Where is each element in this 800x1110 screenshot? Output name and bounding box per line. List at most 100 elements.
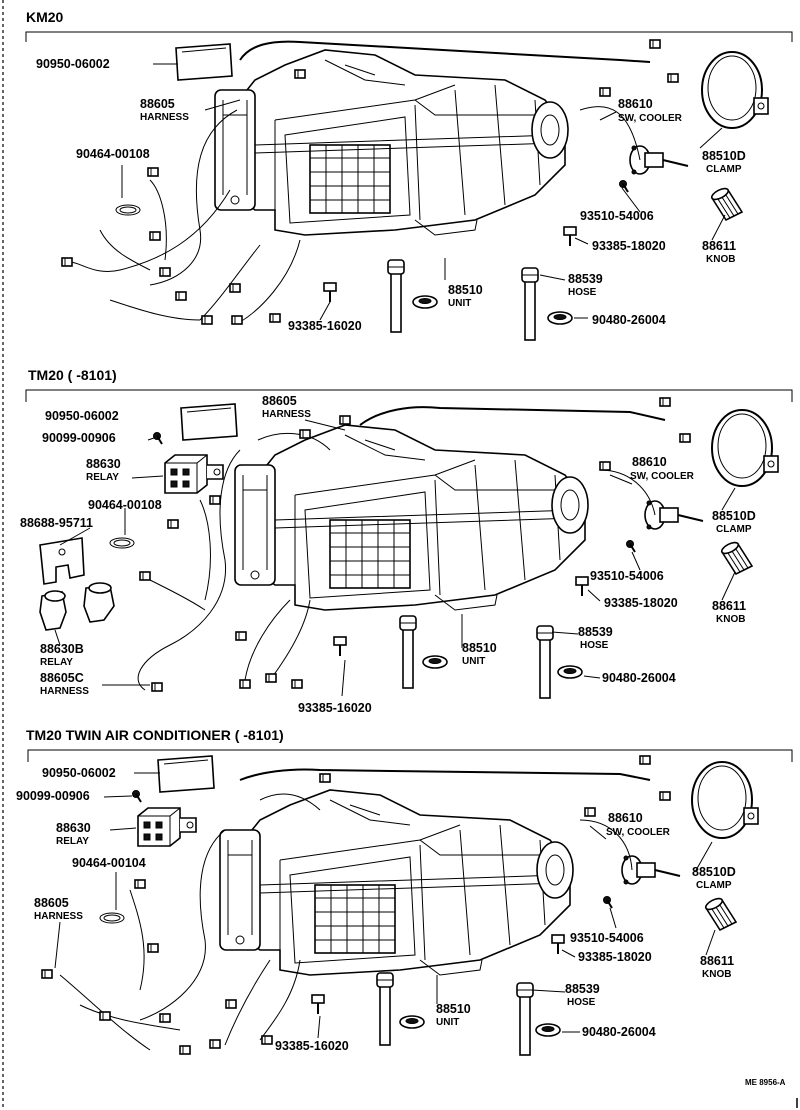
clamp-ring: [711, 409, 779, 487]
knob: [703, 895, 737, 931]
label-unit-sub: UNIT: [462, 656, 485, 667]
label-switch-sub: SW, COOLER: [630, 471, 695, 482]
bolt-bottom: [333, 636, 347, 657]
panel-title: TM20 ( -8101): [28, 367, 117, 383]
connector: [159, 267, 171, 277]
label-clamp-sub: CLAMP: [716, 524, 752, 535]
footer-code: ME 8956-A: [745, 1078, 786, 1087]
drain-hose-right: [536, 625, 554, 699]
label-knob: 88611: [712, 599, 746, 613]
connector: [265, 673, 277, 683]
grommet-left: [412, 295, 438, 309]
connector: [291, 679, 303, 689]
grommet-left: [399, 1015, 425, 1029]
label-switch-sub: SW, COOLER: [606, 827, 671, 838]
drain-hose-left: [399, 615, 417, 689]
label-bolt-bottom: 93385-16020: [288, 319, 362, 333]
panel-km20: KM20: [25, 9, 793, 341]
connector: [659, 791, 671, 801]
label-hose: 88539: [568, 272, 603, 286]
bolt-bottom: [311, 994, 325, 1015]
bolt-right: [551, 934, 565, 955]
connector: [99, 1011, 111, 1021]
label-relay-b: 88630B: [40, 642, 84, 656]
grommet-right: [535, 1023, 561, 1037]
label-clip: 90464-00108: [76, 147, 150, 161]
relay: [137, 807, 197, 847]
label-harness: 88605: [262, 394, 297, 408]
connector: [667, 73, 679, 83]
cooler-switch: [644, 500, 704, 530]
label-clamp: 88510D: [692, 865, 736, 879]
connector: [229, 283, 241, 293]
connector: [599, 461, 611, 471]
knob: [719, 539, 753, 575]
label-relay-sub: RELAY: [56, 836, 89, 847]
connector: [179, 1045, 191, 1055]
label-bolt-right: 93385-18020: [604, 596, 678, 610]
screw: [625, 539, 636, 553]
wiring-harness: [69, 40, 651, 323]
panel-tm20: TM20 ( -8101): [20, 367, 793, 715]
connector: [61, 257, 73, 267]
leader-lines: [54, 419, 736, 697]
leader-lines: [54, 772, 716, 1039]
screw: [602, 895, 613, 909]
label-knob-sub: KNOB: [702, 969, 731, 980]
label-hose: 88539: [578, 625, 613, 639]
connector: [239, 679, 251, 689]
clamp-ring: [701, 51, 769, 129]
label-bolt-right: 93385-18020: [578, 950, 652, 964]
label-switch: 88610: [608, 811, 643, 825]
label-knob: 88611: [700, 954, 734, 968]
label-unit-sub: UNIT: [436, 1017, 459, 1028]
panel-title: TM20 TWIN AIR CONDITIONER ( -8101): [26, 727, 284, 743]
label-relay-b-sub: RELAY: [40, 657, 73, 668]
label-unit: 88510: [448, 283, 483, 297]
label-hose: 88539: [565, 982, 600, 996]
label-relay: 88630: [86, 457, 121, 471]
connector: [299, 429, 311, 439]
label-clamp: 88510D: [702, 149, 746, 163]
bracket-relay-b: [39, 537, 115, 631]
connector: [225, 999, 237, 1009]
connector: [261, 1035, 273, 1045]
panel-bracket: [25, 31, 793, 42]
label-switch: 88610: [632, 455, 667, 469]
cooling-unit: [214, 49, 569, 236]
connector: [659, 397, 671, 407]
wire-clip: [109, 537, 135, 549]
label-bolt-bottom: 93385-16020: [275, 1039, 349, 1053]
label-clip: 90464-00108: [88, 498, 162, 512]
label-switch: 88610: [618, 97, 653, 111]
label-harness-c-sub: HARNESS: [40, 686, 89, 697]
label-screw: 93510-54006: [580, 209, 654, 223]
connector: [235, 631, 247, 641]
label-harness-c: 88605C: [40, 671, 84, 685]
label-seal: 90950-06002: [45, 409, 119, 423]
connector: [269, 313, 281, 323]
connector: [41, 969, 53, 979]
connector: [584, 807, 596, 817]
connector: [639, 755, 651, 765]
wire-clip: [115, 204, 141, 216]
label-knob: 88611: [702, 239, 736, 253]
bolt-right: [563, 226, 577, 247]
cooling-unit: [219, 789, 574, 976]
label-pin: 90099-00906: [16, 789, 90, 803]
label-relay-sub: RELAY: [86, 472, 119, 483]
panel-bracket: [27, 749, 793, 762]
label-grommet: 90480-26004: [602, 671, 676, 685]
label-clamp-sub: CLAMP: [706, 164, 742, 175]
label-knob-sub: KNOB: [706, 254, 735, 265]
label-hose-sub: HOSE: [580, 640, 609, 651]
label-unit: 88510: [462, 641, 497, 655]
connector: [149, 231, 161, 241]
connector: [147, 167, 159, 177]
label-knob-sub: KNOB: [716, 614, 745, 625]
cooler-switch: [629, 145, 689, 175]
label-clamp-sub: CLAMP: [696, 880, 732, 891]
seal-pad: [157, 755, 215, 793]
label-relay: 88630: [56, 821, 91, 835]
